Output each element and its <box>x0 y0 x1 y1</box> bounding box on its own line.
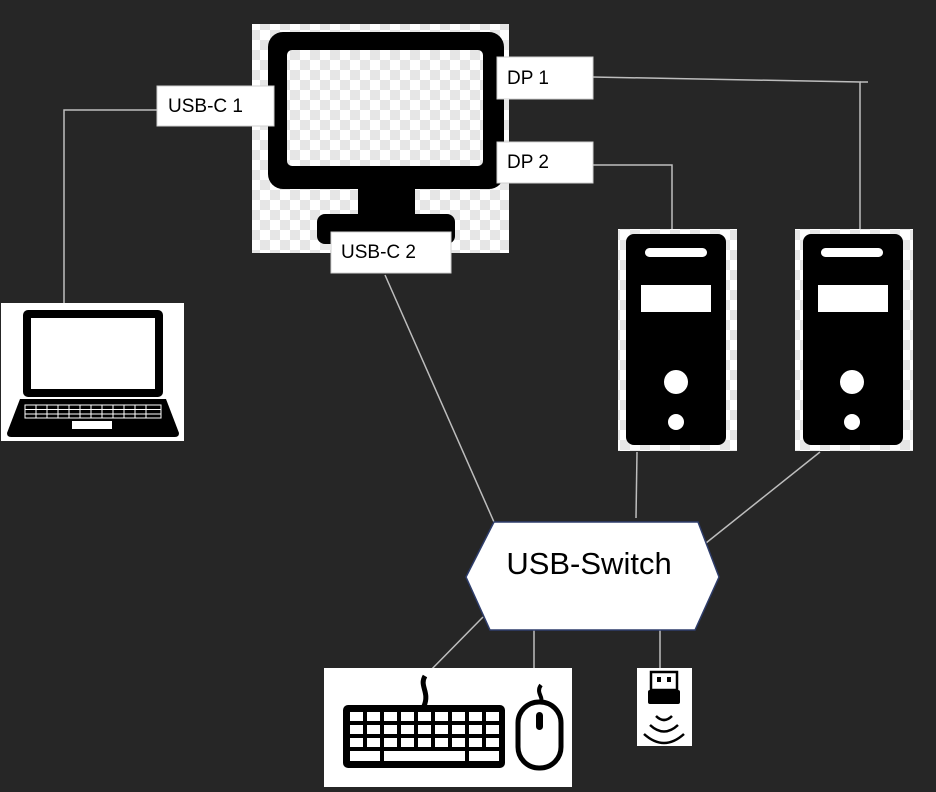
pc2 <box>795 229 913 451</box>
laptop <box>1 303 184 441</box>
port-dp1-label: DP 1 <box>507 68 549 89</box>
line-dp2-pc1 <box>592 164 673 232</box>
usb-switch: USB-Switch <box>465 521 720 631</box>
port-dp2: DP 2 <box>496 141 594 184</box>
line-switch-keyboard <box>424 616 484 677</box>
line-dp1-pc2 <box>591 76 861 232</box>
port-usbc2-label: USB-C 2 <box>341 242 416 263</box>
port-dp2-label: DP 2 <box>507 152 549 173</box>
wireless-dongle <box>637 668 692 746</box>
monitor-icon <box>268 32 504 244</box>
line-usbc2-switch <box>384 274 495 523</box>
port-dp1: DP 1 <box>496 56 594 100</box>
usb-wireless-dongle-icon <box>643 670 685 745</box>
usb-switch-label: USB-Switch <box>506 546 671 581</box>
desktop-tower-icon <box>626 234 726 445</box>
port-usbc1: USB-C 1 <box>156 85 275 127</box>
pc1 <box>618 229 737 451</box>
line-usbc1-laptop <box>63 109 157 305</box>
line-pc2-switch <box>705 451 821 544</box>
laptop-icon <box>7 310 179 437</box>
port-usbc2: USB-C 2 <box>330 231 452 274</box>
connection-lines <box>63 76 868 677</box>
port-usbc1-label: USB-C 1 <box>168 96 243 117</box>
line-pc1-switch <box>635 451 638 519</box>
keyboard-mouse-icon <box>343 674 564 771</box>
desktop-tower-icon <box>803 234 903 445</box>
keyboard-mouse <box>324 668 572 787</box>
monitor <box>252 24 509 253</box>
